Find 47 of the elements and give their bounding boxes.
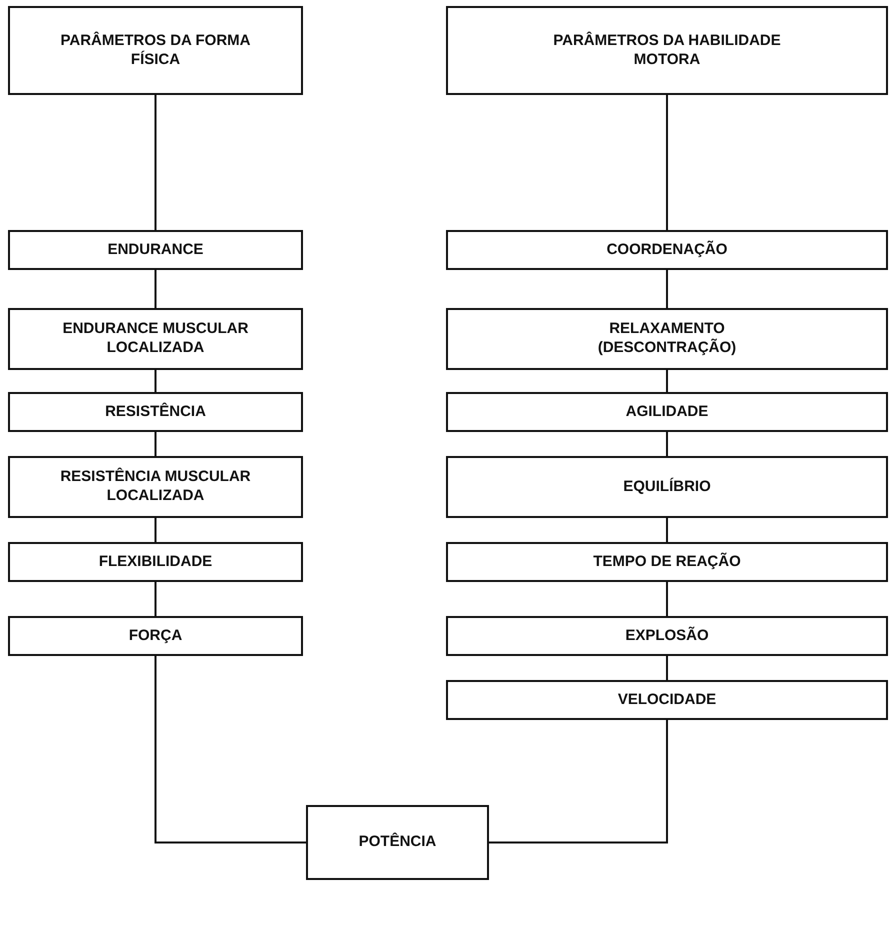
connector-line	[666, 370, 668, 392]
process-box	[8, 308, 303, 370]
process-box	[8, 6, 303, 95]
box-label: TEMPO DE REAÇÃO	[593, 552, 741, 572]
connector-line	[666, 518, 668, 542]
box-label: AGILIDADE	[626, 402, 708, 422]
process-box	[8, 542, 303, 582]
box-label: EXPLOSÃO	[625, 626, 709, 646]
process-box	[446, 680, 888, 720]
process-box	[446, 456, 888, 518]
box-label: COORDENAÇÃO	[606, 240, 728, 260]
process-box	[446, 308, 888, 370]
connector-line	[154, 582, 156, 616]
connector-line	[666, 656, 668, 680]
box-label: EQUILÍBRIO	[623, 478, 711, 496]
process-box	[8, 456, 303, 518]
process-box	[446, 392, 888, 432]
process-box	[446, 6, 888, 95]
connector-line	[489, 720, 668, 844]
process-box	[306, 805, 489, 880]
box-label: PARÂMETROS DA FORMA FÍSICA	[60, 32, 252, 70]
box-label: RESISTÊNCIA	[105, 402, 206, 422]
connector-line	[666, 432, 668, 456]
connector-line	[154, 432, 156, 456]
box-label: ENDURANCE	[108, 240, 204, 260]
process-box	[446, 230, 888, 270]
process-box	[446, 616, 888, 656]
connector-line	[666, 582, 668, 616]
box-label: RELAXAMENTO (DESCONTRAÇÃO)	[596, 320, 738, 358]
connector-line	[154, 95, 156, 230]
process-box	[8, 230, 303, 270]
connector-line	[666, 270, 668, 308]
process-box	[8, 392, 303, 432]
box-label: FORÇA	[128, 626, 182, 646]
connector-line	[154, 656, 306, 844]
box-label: POTÊNCIA	[358, 833, 436, 852]
box-label: PARÂMETROS DA HABILIDADE MOTORA	[552, 32, 782, 70]
box-label: RESISTÊNCIA MUSCULAR LOCALIZADA	[59, 468, 252, 506]
box-label: ENDURANCE MUSCULAR LOCALIZADA	[62, 320, 250, 358]
connector-line	[154, 270, 156, 308]
connector-line	[154, 370, 156, 392]
box-label: FLEXIBILIDADE	[98, 552, 212, 572]
connector-line	[154, 518, 156, 542]
box-label: VELOCIDADE	[618, 690, 716, 710]
connector-line	[666, 95, 668, 230]
process-box	[446, 542, 888, 582]
process-box	[8, 616, 303, 656]
